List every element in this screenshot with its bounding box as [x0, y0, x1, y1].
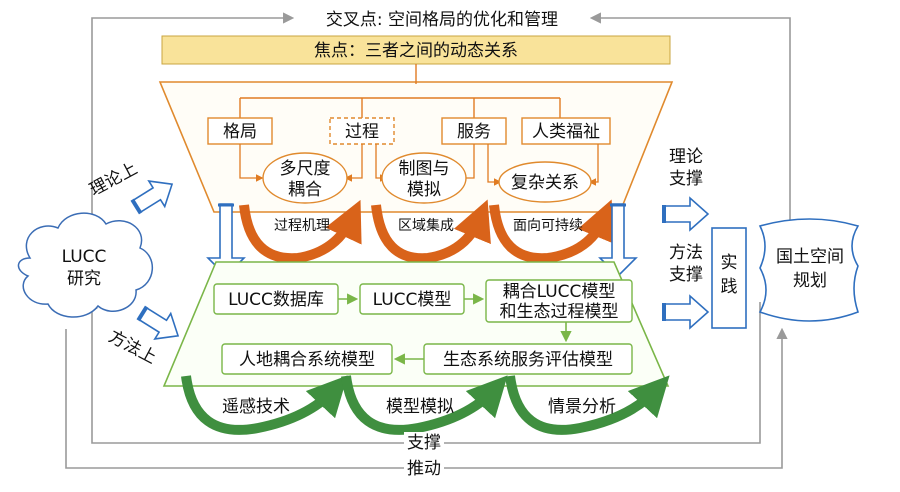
focus-banner — [161, 35, 671, 65]
mechanism-process: 过程机理 — [274, 218, 330, 234]
technique-remote-sensing: 遥感技术 — [222, 397, 290, 417]
bottom-drive: 推动 — [407, 459, 441, 479]
model-coupled-line2: 和生态过程模型 — [500, 302, 619, 322]
model-human-earth: 人地耦合系统模型 — [239, 350, 375, 370]
panel-link-arrows — [206, 203, 638, 278]
model-coupled-line1: 耦合LUCC模型 — [503, 282, 616, 302]
technique-arrows — [181, 375, 670, 435]
top-loop-right — [589, 12, 791, 228]
focus-text: 焦点：三者之间的动态关系 — [314, 41, 518, 61]
technique-arrow-3 — [505, 375, 670, 435]
mechanism-regional: 区域集成 — [398, 217, 454, 234]
practice-line1: 实 — [721, 253, 738, 273]
concept-wellbeing: 人类福祉 — [532, 122, 600, 142]
model-ecoservice: 生态系统服务评估模型 — [443, 350, 613, 370]
cloud-line1: LUCC — [62, 247, 107, 267]
model-boxes: LUCC数据库 LUCC模型 耦合LUCC模型 和生态过程模型 人地耦合系统模型… — [213, 279, 633, 375]
lucc-cloud — [17, 212, 154, 318]
theory-support-line2: 支撑 — [669, 169, 703, 189]
method-support-line2: 支撑 — [669, 265, 703, 285]
model-box-coupled — [485, 279, 633, 323]
model-database: LUCC数据库 — [228, 290, 324, 310]
theme-mapping-line1: 制图与 — [399, 159, 450, 179]
concept-pattern: 格局 — [223, 122, 257, 142]
theme-mapping-line2: 模拟 — [407, 180, 441, 200]
theme-mapping — [381, 152, 467, 204]
top-loop-left — [91, 12, 295, 232]
model-lucc: LUCC模型 — [373, 290, 452, 310]
theory-label: 理论上 — [86, 159, 140, 201]
theory-support-line1: 理论 — [669, 147, 703, 167]
mechanism-arrow-2 — [371, 199, 491, 264]
cloud-line2: 研究 — [67, 269, 101, 289]
planning-line1: 国土空间 — [776, 247, 844, 267]
planning-scroll — [758, 218, 860, 322]
theme-multiscale-line1: 多尺度 — [280, 159, 331, 179]
technique-arrow-2 — [341, 375, 508, 435]
theme-multiscale-line2: 耦合 — [288, 180, 322, 200]
theme-ellipses: 多尺度 耦合 制图与 模拟 复杂关系 — [262, 152, 592, 204]
theme-complex-line1: 复杂关系 — [511, 173, 579, 193]
method-support-line1: 方法 — [669, 243, 703, 263]
planning-line2: 规划 — [793, 271, 827, 291]
model-flow-arrows — [338, 293, 572, 365]
right-output-arrows — [662, 196, 710, 330]
model-box-human-earth — [221, 343, 393, 375]
mechanism-sustainable: 面向可持续 — [513, 217, 583, 234]
concept-service: 服务 — [457, 122, 491, 142]
focus-connectors — [239, 64, 561, 118]
technique-scenario: 情景分析 — [548, 397, 616, 417]
concept-boxes: 格局 过程 服务 人类福祉 — [207, 117, 611, 145]
concept-box-process — [329, 117, 395, 145]
bottom-support: 支撑 — [407, 433, 441, 453]
right-down-arrow — [598, 203, 638, 278]
theme-complex — [498, 161, 592, 203]
mechanism-arrow-3 — [489, 199, 615, 264]
mechanism-arrows — [239, 199, 615, 264]
left-input-arrows — [130, 180, 180, 340]
practice-box — [711, 227, 747, 329]
theme-multiscale — [262, 152, 348, 204]
concept-box-wellbeing — [521, 117, 611, 145]
practice-line2: 践 — [721, 277, 738, 297]
method-input-arrow — [137, 306, 180, 340]
concept-process: 过程 — [345, 122, 379, 142]
method-label: 方法上 — [105, 327, 159, 369]
top-banner: 交叉点: 空间格局的优化和管理 — [326, 10, 558, 30]
concept-box-service — [441, 117, 507, 145]
theory-output-arrow — [663, 196, 710, 232]
technique-simulation: 模型模拟 — [386, 397, 454, 417]
method-output-arrow — [663, 294, 710, 330]
theory-input-arrow — [131, 180, 174, 214]
mechanism-arrow-1 — [239, 199, 362, 264]
technique-arrow-1 — [181, 375, 348, 435]
